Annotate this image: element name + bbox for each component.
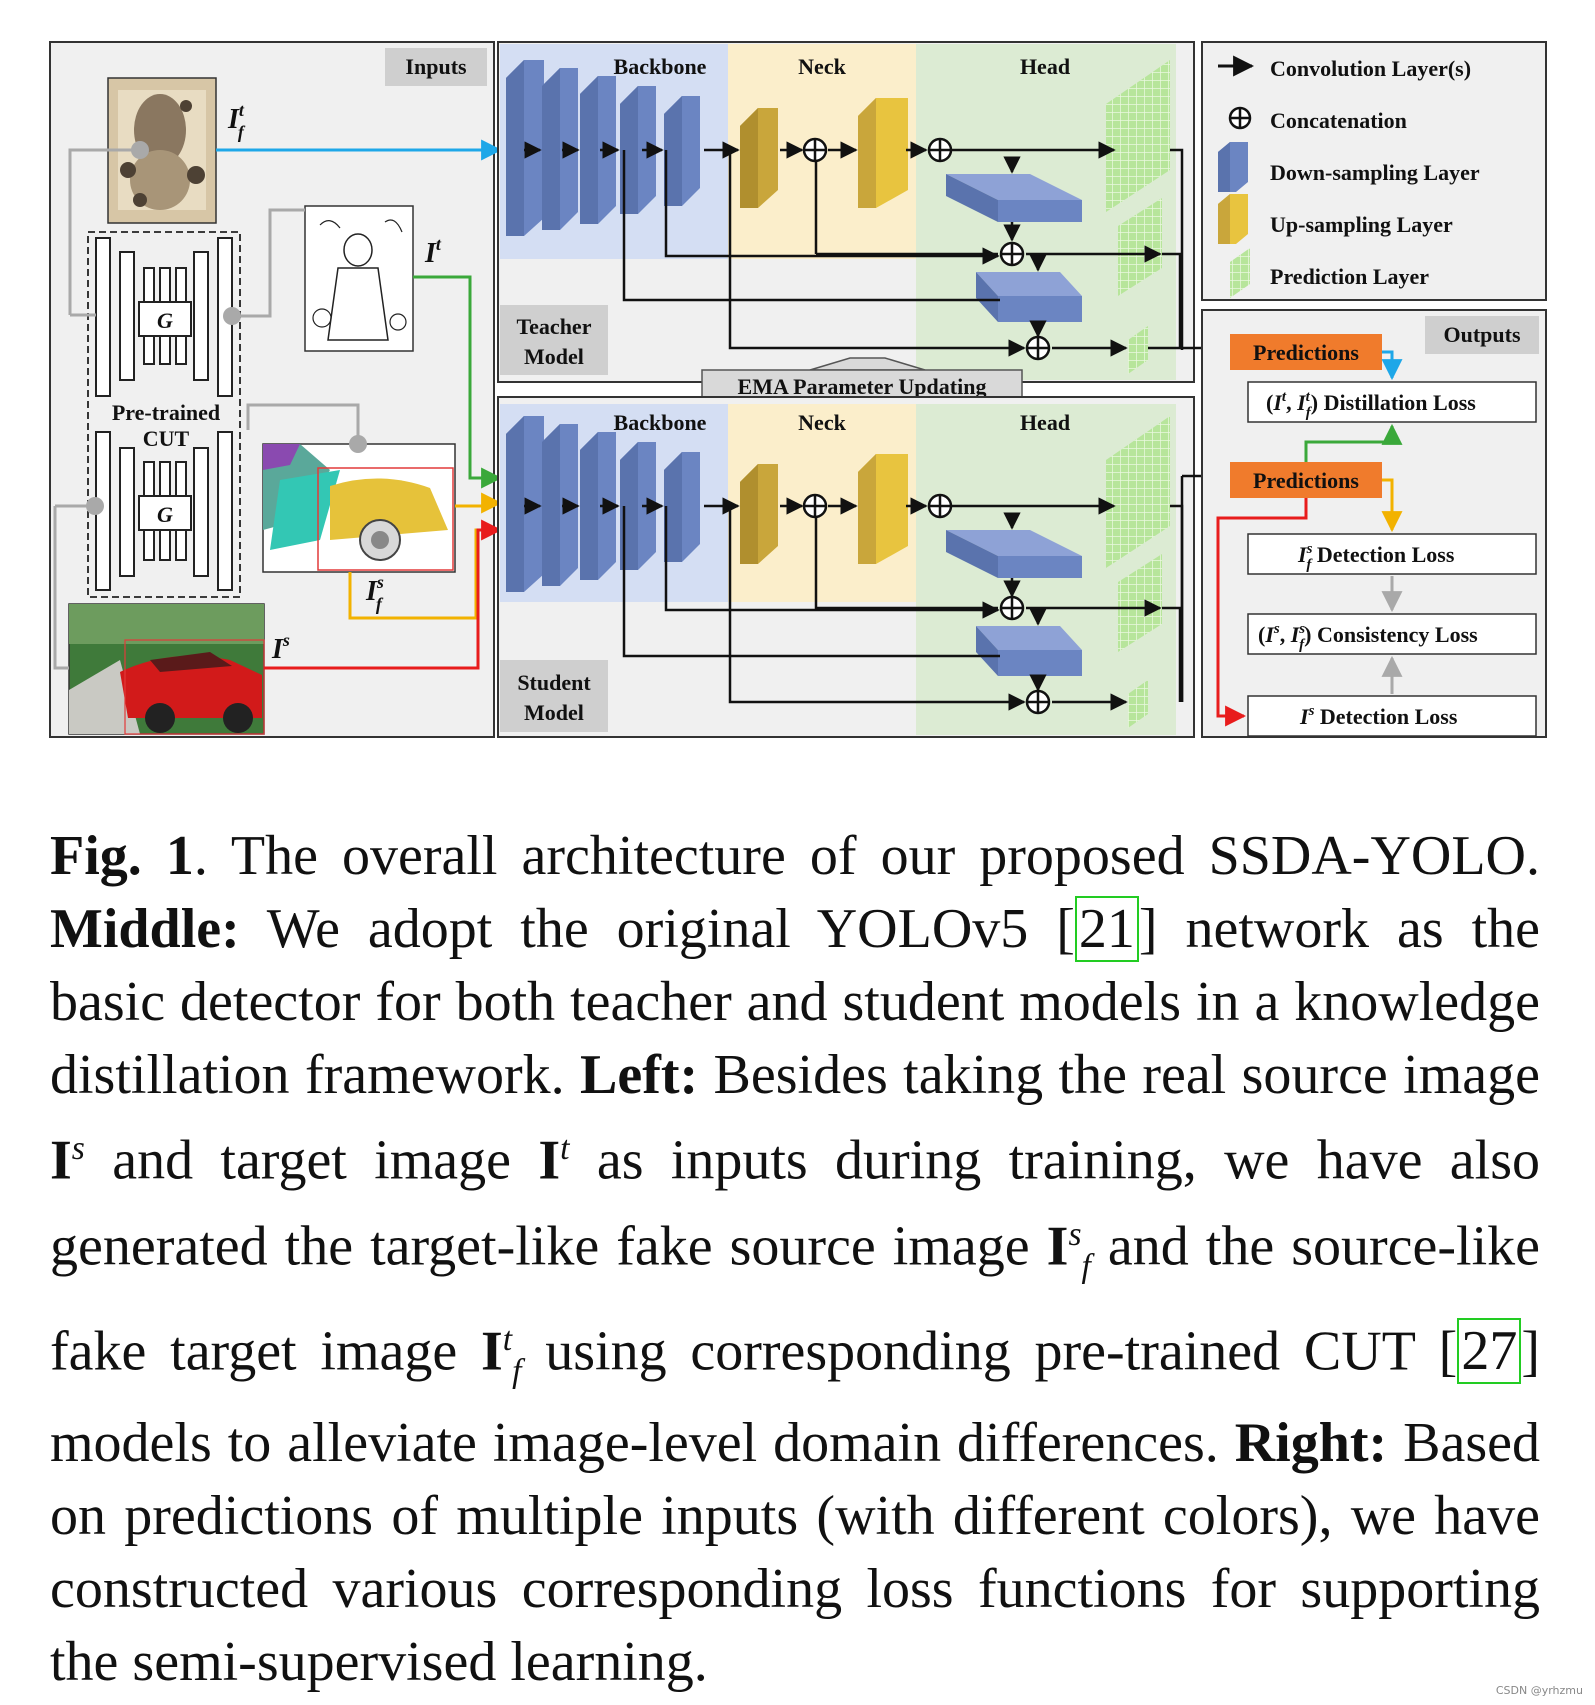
student-prediction-layers xyxy=(1106,416,1170,728)
student-upsample-blocks xyxy=(740,454,908,564)
target-image xyxy=(304,205,414,352)
source-image xyxy=(68,603,265,735)
source-detection-loss-box: Is Detection Loss xyxy=(1247,695,1537,737)
student-head-label: Head xyxy=(1020,410,1070,435)
teacher-prediction-layers xyxy=(1106,60,1170,374)
student-backbone-label: Backbone xyxy=(614,410,707,435)
legend-item-prediction: Prediction Layer xyxy=(1230,248,1429,298)
svg-text:Up-sampling Layer: Up-sampling Layer xyxy=(1270,212,1453,237)
right-label: Right: xyxy=(1234,1412,1388,1475)
fake-source-image xyxy=(262,443,456,573)
student-concat-icons xyxy=(802,493,1051,715)
green-grid-icon xyxy=(1230,248,1250,298)
cut-label: CUT xyxy=(143,426,190,451)
legend-item-concat: Concatenation xyxy=(1228,106,1407,133)
legend-item-upsample: Up-sampling Layer xyxy=(1218,194,1453,244)
label-source: Is xyxy=(271,630,290,665)
left-label: Left: xyxy=(580,1044,699,1106)
fake-target-image xyxy=(107,77,217,224)
svg-text:Is: Is xyxy=(271,630,290,665)
student-predictions-box: Predictions xyxy=(1230,462,1382,498)
svg-text:Concatenation: Concatenation xyxy=(1270,108,1407,133)
teacher-upsample-blocks xyxy=(740,98,908,208)
student-head-blocks xyxy=(946,530,1082,676)
svg-text:Down-sampling Layer: Down-sampling Layer xyxy=(1270,160,1480,185)
student-label: Student xyxy=(517,670,591,695)
svg-text:Is Detection Loss: Is Detection Loss xyxy=(1299,703,1458,729)
generator-label-upper: G xyxy=(157,308,173,333)
ema-label: EMA Parameter Updating xyxy=(738,374,987,399)
architecture-figure: Inputs xyxy=(49,41,1547,738)
svg-text:Prediction Layer: Prediction Layer xyxy=(1270,264,1429,289)
fig-label: Fig. 1 xyxy=(50,825,194,887)
student-model-label: Model xyxy=(524,700,584,725)
legend-item-downsample: Down-sampling Layer xyxy=(1218,142,1480,192)
svg-text:Isf Detection Loss: Isf Detection Loss xyxy=(1297,541,1455,573)
watermark: CSDN @yrhzmu xyxy=(1495,1684,1583,1697)
teacher-network: Backbone Neck Head Teacher Model xyxy=(497,41,1222,383)
teacher-head-blocks xyxy=(946,174,1082,322)
label-target: It xyxy=(424,234,442,269)
blue-block-icon xyxy=(1218,142,1248,192)
middle-label: Middle: xyxy=(50,898,240,960)
svg-text:Isf: Isf xyxy=(365,572,384,614)
citation-link-27[interactable]: 27 xyxy=(1457,1318,1522,1385)
teacher-model-label: Model xyxy=(524,344,584,369)
inputs-title: Inputs xyxy=(405,54,467,79)
student-network: Backbone Neck Head Student Model xyxy=(497,396,1222,738)
svg-text:Predictions: Predictions xyxy=(1253,340,1359,365)
teacher-label: Teacher xyxy=(517,314,592,339)
teacher-neck-label: Neck xyxy=(798,54,846,79)
svg-text:Convolution Layer(s): Convolution Layer(s) xyxy=(1270,56,1471,81)
citation-link-21[interactable]: 21 xyxy=(1074,896,1139,962)
svg-text:Itf: Itf xyxy=(227,100,246,142)
teacher-predictions-box: Predictions xyxy=(1230,334,1382,370)
input-flow-lines xyxy=(216,139,503,670)
yellow-block-icon xyxy=(1218,194,1248,244)
outputs-title: Outputs xyxy=(1443,322,1520,347)
inputs-panel: Inputs xyxy=(49,41,495,738)
legend-item-conv: Convolution Layer(s) xyxy=(1218,55,1471,81)
generator-upper: G xyxy=(95,237,233,397)
output-flow-lines xyxy=(1216,350,1403,727)
cut-connectors xyxy=(53,141,367,670)
teacher-concat-icons xyxy=(802,137,1051,361)
svg-text:It: It xyxy=(424,234,442,269)
teacher-head-label: Head xyxy=(1020,54,1070,79)
circle-plus-icon xyxy=(1228,106,1252,130)
pretrained-label: Pre-trained xyxy=(112,400,220,425)
svg-text:Predictions: Predictions xyxy=(1253,468,1359,493)
generator-label-lower: G xyxy=(157,502,173,527)
teacher-backbone-label: Backbone xyxy=(614,54,707,79)
legend: Convolution Layer(s) Concatenation Down-… xyxy=(1201,41,1547,301)
figure-caption: Fig. 1. The overall architecture of our … xyxy=(50,825,1541,1694)
student-neck-label: Neck xyxy=(798,410,846,435)
student-conv-arrows xyxy=(524,467,1222,711)
